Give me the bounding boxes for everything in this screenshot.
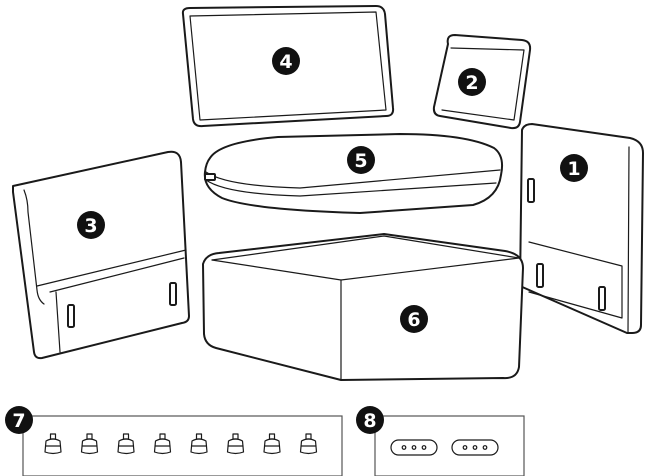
badge-part-7: 7 [5,406,33,434]
svg-text:1: 1 [567,158,580,180]
feet-panel [23,416,342,476]
badge-part-3: 3 [77,211,105,239]
seat-base [203,234,523,380]
badge-part-2: 2 [458,68,486,96]
side-panel [13,152,189,358]
svg-text:6: 6 [407,309,420,331]
svg-text:2: 2 [465,72,478,94]
svg-text:5: 5 [354,150,367,172]
svg-text:8: 8 [363,410,376,432]
seat-cushion [205,134,502,213]
badge-part-8: 8 [356,406,384,434]
badge-part-4: 4 [272,47,300,75]
svg-text:7: 7 [12,410,25,432]
svg-text:3: 3 [84,215,97,237]
connectors-panel [375,416,524,476]
badge-part-5: 5 [347,146,375,174]
badge-part-6: 6 [400,305,428,333]
svg-text:4: 4 [279,51,292,73]
corner-side-panel [520,124,643,333]
badge-part-1: 1 [560,154,588,182]
